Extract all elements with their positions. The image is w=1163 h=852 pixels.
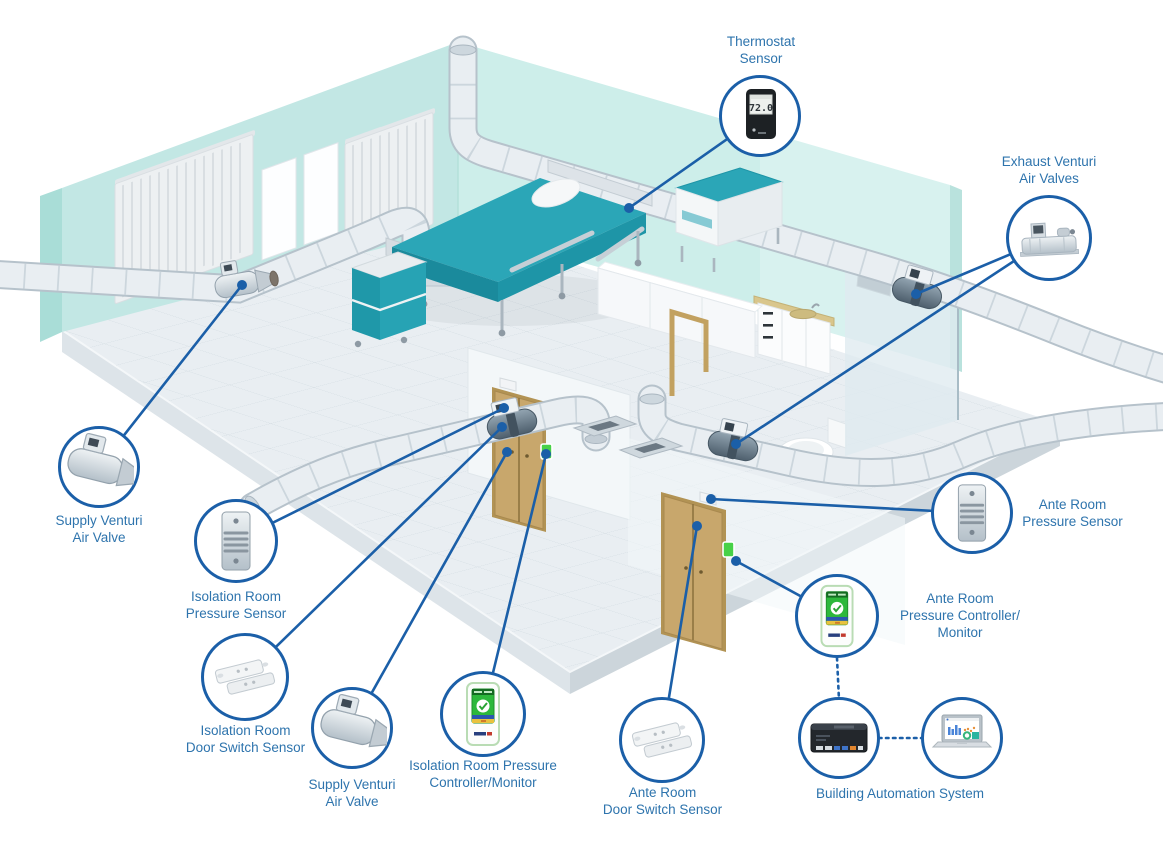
ante-pressure-sensor-callout-bubble [931,472,1013,554]
thermostat-reading: 72.0 [749,103,773,114]
inner-door-frame [669,308,709,396]
pressure-controller-device-icon [820,584,854,648]
pressure-sensor-device-icon [957,484,987,542]
supply-venturi-device-icon [64,432,134,493]
bas-controller-callout-bubble [798,697,880,779]
ante-controller-callout-bubble [795,574,879,658]
duct-back-run [448,35,1163,384]
hospital-bed [375,159,653,337]
bas-laptop-icon [931,714,993,748]
exhaust-venturi-device-icon [1020,222,1080,257]
bas-laptop-callout-bubble [921,697,1003,779]
bas-callout-label: Building Automation System [815,786,985,801]
door-switch-device-icon [631,722,693,758]
medical-cart [350,251,428,348]
callout-leader-lines [97,114,1051,742]
callout-leader-dots [237,203,921,566]
bas-controller-device-icon [810,723,868,753]
curtains-and-windows [114,108,435,304]
supply-venturi-left-callout-bubble [58,426,140,508]
door-switch-device-icon [214,659,276,695]
pressure-controller-device-icon [466,682,500,746]
pressure-sensor-device-icon [221,511,251,571]
supply-venturi-bottom-callout-bubble [311,687,393,769]
duct-ante-run [637,384,1163,487]
floor-diffusers [572,415,684,459]
isolation-pressure-sensor-callout-bubble [194,499,278,583]
thermostat-device-icon: 72.0 [746,89,776,139]
bedside-table [674,167,784,272]
isolation-door-switch-callout-bubble [201,633,289,721]
exhaust-venturi-callout-bubble [1006,195,1092,281]
ante-door-switch-callout-bubble [619,697,705,783]
isolation-controller-callout-bubble [440,671,526,757]
thermostat-callout-bubble: 72.0 [719,75,801,157]
